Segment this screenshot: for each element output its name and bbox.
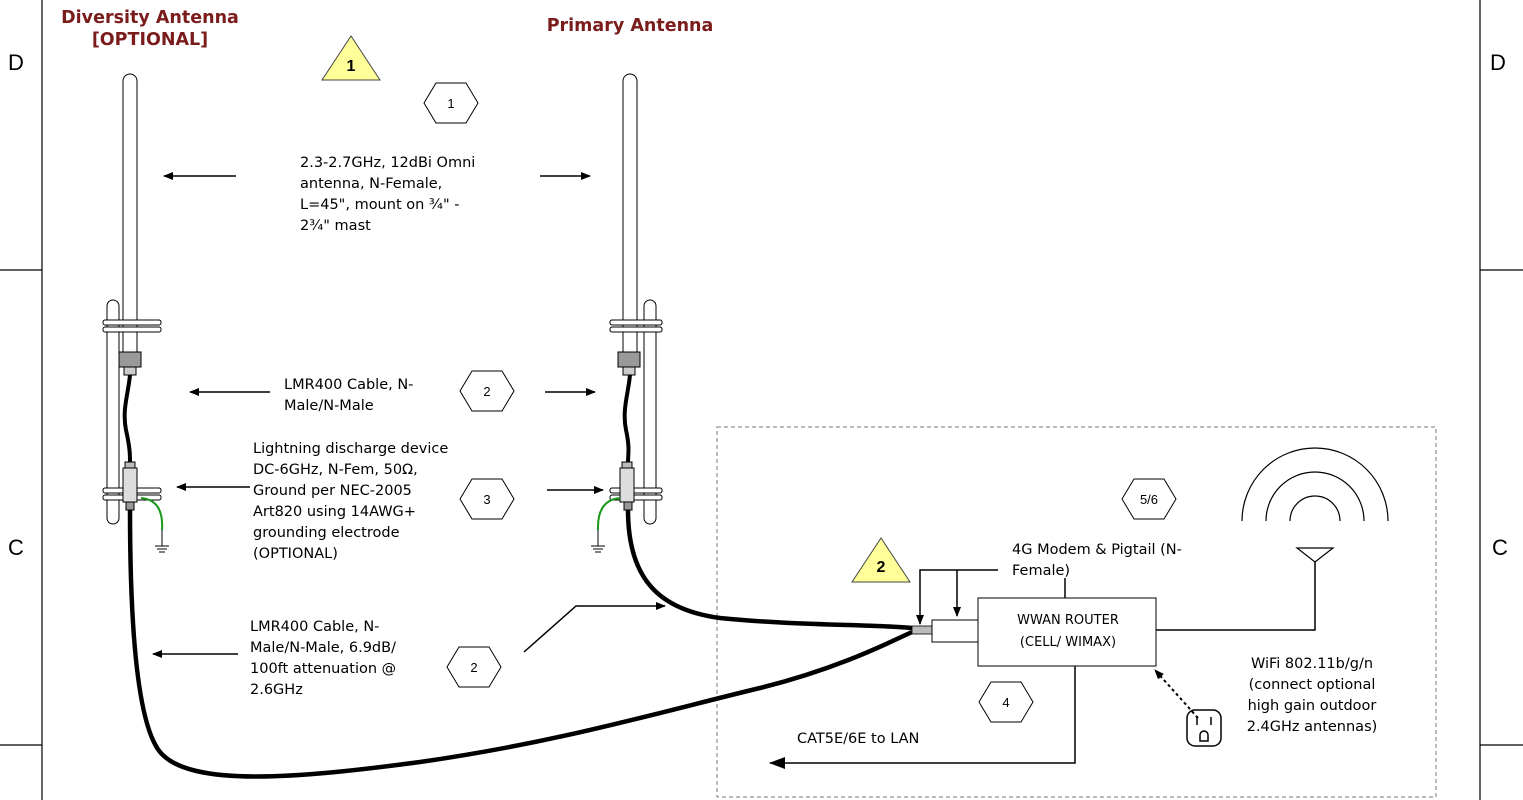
label-line: antenna, N-Female, [300,176,443,192]
label-line: (OPTIONAL) [253,546,338,562]
zone-letter-d-right: D [1490,50,1506,75]
hex-tag-3: 3 [459,478,515,520]
router-label: WWAN ROUTER (CELL/ WIMAX) [980,610,1156,654]
antenna-spec-label: 2.3-2.7GHz, 12dBi Omni antenna, N-Female… [300,153,475,237]
zone-letter-d-left: D [8,50,24,75]
zone-letter-c-right: C [1492,535,1508,560]
warning-number: 2 [877,559,886,576]
label-line: 2.3-2.7GHz, 12dBi Omni [300,155,476,171]
modem-box [931,619,981,643]
router-box [977,597,1157,667]
diversity-title-line: Diversity Antenna [61,8,239,28]
hex-tag-1: 1 [423,82,479,124]
wifi-antenna-icon [1295,547,1335,563]
hex-tag-number: 4 [1002,695,1009,710]
hex-tag-4: 4 [978,681,1034,723]
label-line: Art820 using 14AWG+ [253,504,416,520]
hex-tag-number: 5/6 [1140,492,1158,507]
label-line: 2¾" mast [300,218,371,234]
label-line: Male/N-Male [284,398,374,414]
primary-title-line: Primary Antenna [546,16,714,36]
label-line: Ground per NEC-2005 [253,483,412,499]
primary-antenna [609,73,663,525]
hex-tag-number: 2 [470,660,477,675]
wifi-label: WiFi 802.11b/g/n (connect optional high … [1236,654,1388,738]
cable-spec-label: LMR400 Cable, N- Male/N-Male [284,375,413,417]
label-line: LMR400 Cable, N- [284,377,414,393]
primary-feed-cable [625,509,913,631]
label-line: Female) [1012,563,1071,579]
label-line: 2.6GHz [250,682,303,698]
label-line: CAT5E/6E to LAN [797,731,920,747]
hex-tag-5-6: 5/6 [1121,478,1177,520]
label-line: Lightning discharge device [253,441,449,457]
router-label-line: (CELL/ WIMAX) [1019,635,1117,650]
router-label-line: WWAN ROUTER [1017,613,1119,628]
label-line: DC-6GHz, N-Fem, 50Ω, [253,462,418,478]
hex-tag-number: 2 [483,384,490,399]
hex-tag-2a: 2 [459,370,515,412]
modem-label: 4G Modem & Pigtail (N- Female) [1012,540,1182,582]
power-outlet-icon [1186,709,1222,747]
label-line: high gain outdoor [1247,698,1377,714]
label-line: LMR400 Cable, N- [250,619,380,635]
warning-triangle-1: 1 [321,35,381,81]
label-line: Male/N-Male, 6.9dB/ [250,640,396,656]
primary-antenna-title: Primary Antenna [520,15,740,37]
lightning-device-label: Lightning discharge device DC-6GHz, N-Fe… [253,439,448,565]
warning-triangle-2: 2 [851,537,911,583]
label-line: 2.4GHz antennas) [1246,719,1378,735]
hex-tag-number: 1 [447,96,454,111]
label-line: L=45", mount on ¾" - [300,197,460,213]
label-line: 4G Modem & Pigtail (N- [1012,542,1182,558]
diversity-feed-cable [127,509,913,779]
label-line: (connect optional [1248,677,1376,693]
arrow-long-cable-right [523,602,666,653]
wifi-signal-icon [1241,447,1389,522]
zone-letter-c-left: C [8,535,24,560]
label-line: grounding electrode [253,525,400,541]
label-line: 100ft attenuation @ [250,661,397,677]
diversity-antenna-title: Diversity Antenna [OPTIONAL] [50,7,250,51]
hex-tag-2b: 2 [446,646,502,688]
hex-tag-number: 3 [483,492,490,507]
diversity-antenna [102,73,162,525]
lan-label: CAT5E/6E to LAN [797,729,919,750]
indoor-enclosure [716,426,1437,798]
diversity-title-line: [OPTIONAL] [91,30,209,50]
long-cable-label: LMR400 Cable, N- Male/N-Male, 6.9dB/ 100… [250,617,396,701]
label-line: WiFi 802.11b/g/n [1250,656,1374,672]
warning-number: 1 [347,58,356,75]
